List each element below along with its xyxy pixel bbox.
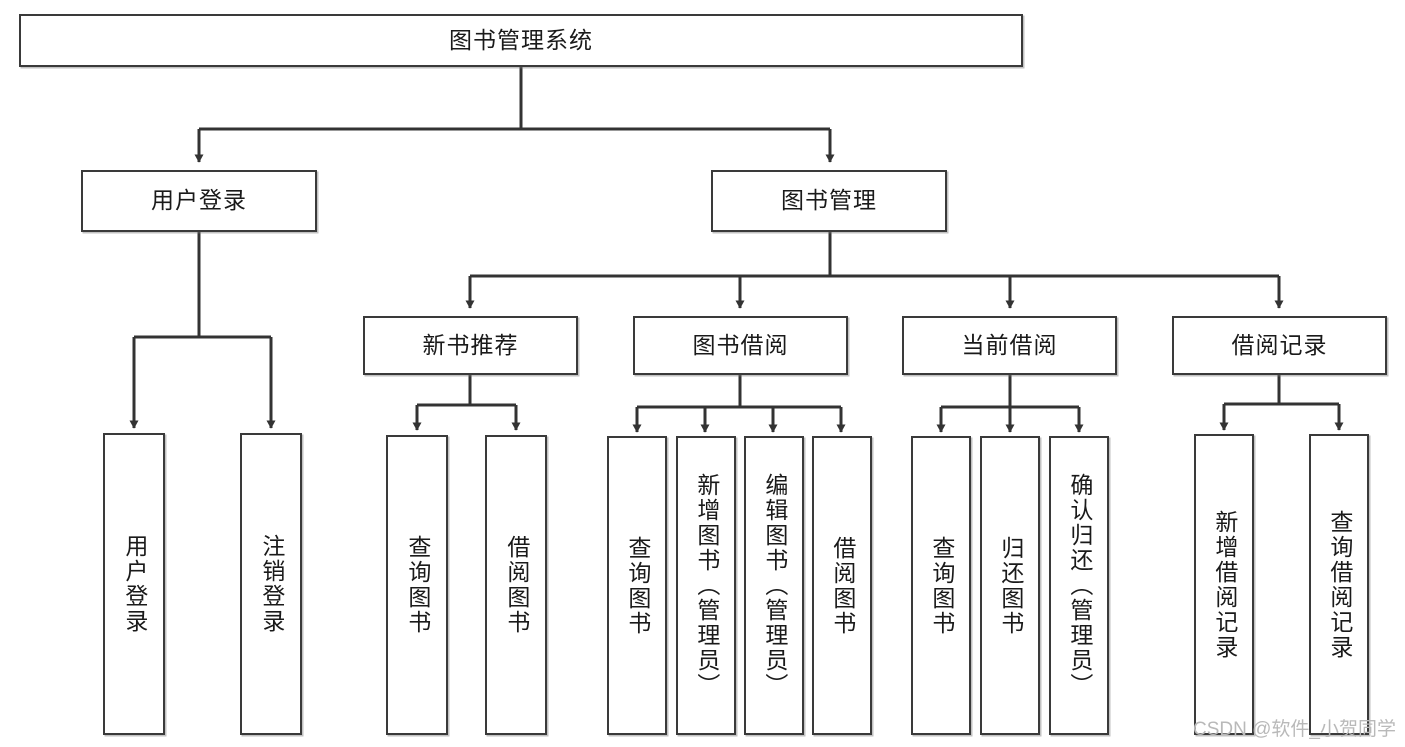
node-borrow-record-label: 借阅记录: [1231, 331, 1328, 358]
node-borrow-record[interactable]: 借阅记录: [1172, 316, 1387, 375]
node-leaf-query-book-2[interactable]: 查询图书: [607, 436, 667, 735]
node-leaf-query-record-label: 查询借阅记录: [1326, 509, 1353, 660]
node-leaf-add-book-label: 新增图书（管理员）: [693, 473, 720, 698]
node-book-management[interactable]: 图书管理: [711, 170, 947, 232]
node-user-login-label: 用户登录: [151, 187, 247, 214]
node-user-login[interactable]: 用户登录: [81, 170, 317, 232]
node-leaf-user-login-label: 用户登录: [121, 534, 148, 634]
node-current-borrow[interactable]: 当前借阅: [902, 316, 1117, 375]
node-root-label: 图书管理系统: [449, 26, 593, 53]
node-leaf-borrow-book-2-label: 借阅图书: [829, 535, 856, 636]
node-current-borrow-label: 当前借阅: [961, 331, 1058, 358]
csdn-watermark: CSDN @软件_小贺同学: [1193, 719, 1396, 740]
node-leaf-logout-login[interactable]: 注销登录: [240, 433, 302, 735]
node-leaf-borrow-book-1[interactable]: 借阅图书: [485, 435, 547, 735]
node-book-borrow[interactable]: 图书借阅: [633, 316, 848, 375]
node-leaf-confirm-return-label: 确认归还（管理员）: [1066, 473, 1093, 698]
node-leaf-user-login[interactable]: 用户登录: [103, 433, 165, 735]
node-leaf-query-book-3[interactable]: 查询图书: [911, 436, 971, 735]
node-new-book-recommend[interactable]: 新书推荐: [363, 316, 578, 375]
node-leaf-confirm-return[interactable]: 确认归还（管理员）: [1049, 436, 1109, 735]
node-leaf-borrow-book-1-label: 借阅图书: [503, 535, 530, 635]
node-leaf-query-book-1-label: 查询图书: [404, 535, 431, 635]
node-leaf-edit-book-label: 编辑图书（管理员）: [761, 473, 788, 698]
node-leaf-edit-book[interactable]: 编辑图书（管理员）: [744, 436, 804, 735]
node-leaf-query-book-3-label: 查询图书: [928, 535, 955, 636]
node-leaf-add-record-label: 新增借阅记录: [1211, 509, 1238, 660]
node-leaf-query-book-2-label: 查询图书: [624, 535, 651, 636]
node-leaf-return-book-label: 归还图书: [997, 535, 1024, 636]
node-book-management-label: 图书管理: [781, 187, 877, 214]
node-leaf-add-record[interactable]: 新增借阅记录: [1194, 434, 1254, 735]
node-leaf-query-record[interactable]: 查询借阅记录: [1309, 434, 1369, 735]
node-root[interactable]: 图书管理系统: [19, 14, 1023, 67]
node-leaf-add-book[interactable]: 新增图书（管理员）: [676, 436, 736, 735]
node-leaf-return-book[interactable]: 归还图书: [980, 436, 1040, 735]
node-leaf-logout-login-label: 注销登录: [258, 534, 285, 634]
node-new-book-recommend-label: 新书推荐: [422, 331, 519, 358]
node-book-borrow-label: 图书借阅: [692, 331, 789, 358]
node-leaf-borrow-book-2[interactable]: 借阅图书: [812, 436, 872, 735]
node-leaf-query-book-1[interactable]: 查询图书: [386, 435, 448, 735]
